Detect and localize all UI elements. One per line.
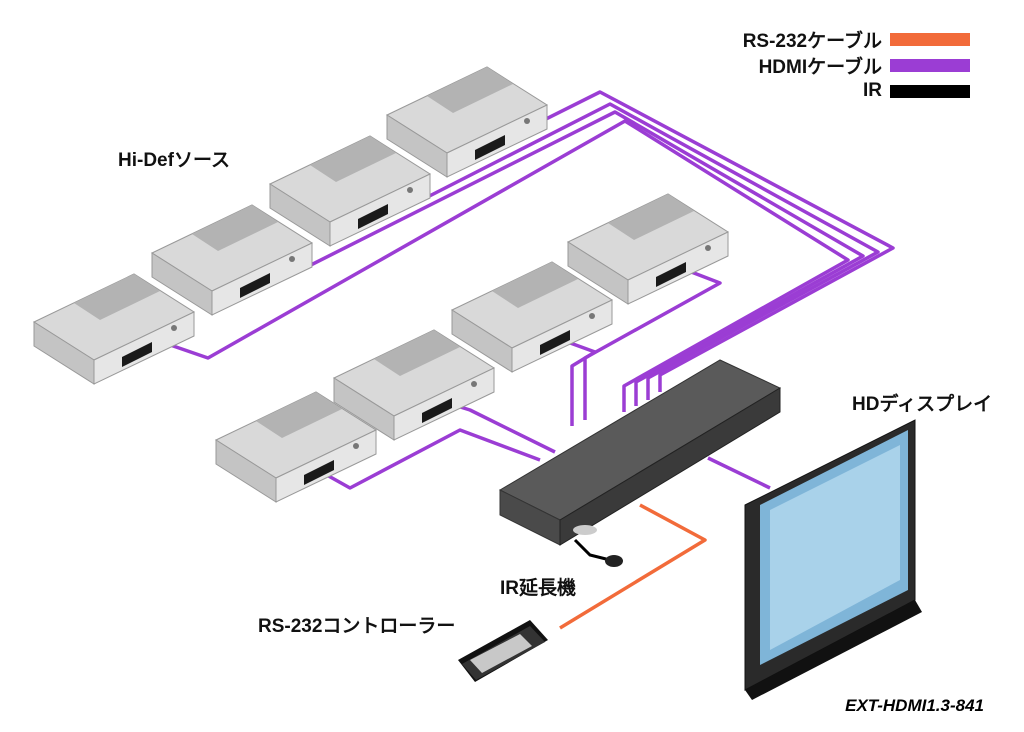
- legend-swatch: [890, 58, 970, 72]
- sources-label: Hi-Defソース: [118, 150, 230, 171]
- legend-item-hdmi: HDMIケーブル: [640, 52, 970, 78]
- legend-label: IR: [863, 80, 882, 101]
- legend-item-rs232: RS-232ケーブル: [640, 26, 970, 52]
- legend-swatch: [890, 84, 970, 98]
- model-number: EXT-HDMI1.3-841: [845, 696, 984, 715]
- display-label: HDディスプレイ: [852, 394, 993, 415]
- legend-label: RS-232ケーブル: [742, 30, 882, 52]
- ir-extender-label: IR延長機: [500, 578, 577, 599]
- rs232-controller: [458, 620, 548, 682]
- rs232-cable: [559, 503, 707, 630]
- hdmi-switcher: [498, 359, 782, 546]
- ir-receiver: [573, 538, 623, 567]
- legend-swatch: [890, 32, 970, 46]
- hd-display: [744, 419, 922, 700]
- legend-item-ir: IR: [640, 78, 970, 104]
- legend-label: HDMIケーブル: [758, 56, 882, 78]
- controller-label: RS-232コントローラー: [258, 616, 456, 637]
- legend: RS-232ケーブル HDMIケーブル IR: [640, 26, 970, 104]
